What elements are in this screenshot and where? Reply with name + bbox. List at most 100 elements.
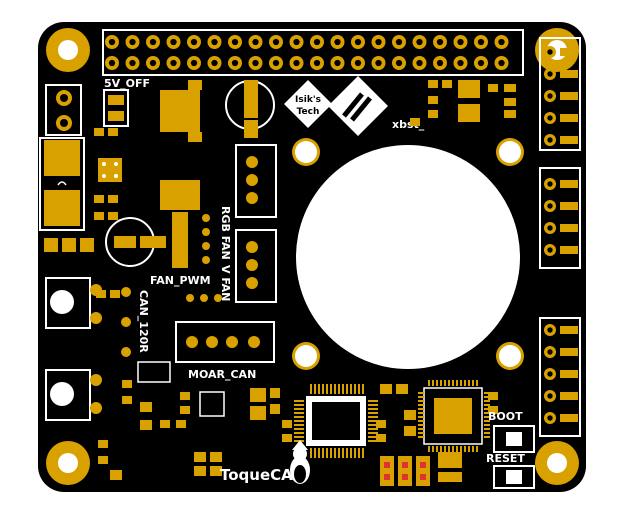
ic-pin: [460, 446, 462, 452]
ic-pin: [350, 448, 352, 458]
ic-pin: [418, 436, 424, 438]
ic-pin: [314, 448, 316, 458]
ic-pin: [472, 380, 474, 386]
ic-pin: [460, 380, 462, 386]
ic-pin: [330, 448, 332, 458]
connector-smd-pad: [560, 326, 578, 334]
ic-pin: [418, 420, 424, 422]
ic-pin: [476, 380, 478, 386]
ic-pin: [432, 380, 434, 386]
right-connectors: [539, 37, 581, 437]
ic-pin: [484, 412, 490, 414]
gpio-pin: [146, 56, 160, 70]
ic-pin: [294, 416, 304, 418]
ic-pin: [456, 446, 458, 452]
ic-pin: [418, 424, 424, 426]
ic-pin: [354, 384, 356, 394]
qfn-ic-left: [98, 158, 122, 182]
connector-pin: [544, 324, 556, 336]
ic-pin: [484, 396, 490, 398]
ic-pin: [358, 384, 360, 394]
ic-pin: [484, 416, 490, 418]
ic-pin: [484, 420, 490, 422]
ic-pin: [330, 384, 332, 394]
ic-pin: [322, 384, 324, 394]
gpio-pin: [412, 56, 427, 70]
gpio-pin: [248, 35, 263, 49]
gpio-pin: [125, 56, 140, 70]
connector-pin: [544, 90, 556, 102]
gpio-pin: [187, 35, 201, 49]
left-connector-top: [45, 84, 82, 136]
ic-pins: [294, 380, 490, 458]
gpio-pin: [166, 56, 181, 70]
ic-pin: [310, 384, 312, 394]
reset-button[interactable]: [493, 465, 535, 489]
ic-pin: [368, 440, 378, 442]
ic-pin: [334, 448, 336, 458]
ic-pin: [418, 404, 424, 406]
gpio-pin: [310, 35, 324, 49]
gpio-pin: [453, 56, 468, 70]
gpio-pin: [228, 56, 242, 70]
ic-pin: [368, 436, 378, 438]
ic-pin: [418, 400, 424, 402]
boot-button[interactable]: [493, 425, 535, 453]
ic-pin: [314, 384, 316, 394]
ic-pin: [294, 436, 304, 438]
inductor: [44, 140, 80, 176]
right-connector-pads: [544, 46, 578, 424]
gpio-pin: [289, 56, 304, 70]
ic-pin: [368, 412, 378, 414]
ic-pin: [432, 446, 434, 452]
connector-pin: [544, 244, 556, 256]
ic-pin: [368, 424, 378, 426]
left-connector-bottom: [45, 369, 102, 421]
gpio-pin: [289, 35, 304, 49]
ic-pin: [294, 400, 304, 402]
gpio-pin: [371, 56, 386, 70]
ic-pin: [346, 384, 348, 394]
gpio-header-pins: [105, 35, 509, 70]
ic-pin: [334, 384, 336, 394]
gpio-pin: [371, 35, 386, 49]
capacitor-top: [225, 80, 275, 138]
gpio-pin: [330, 35, 345, 49]
ic-pin: [468, 446, 470, 452]
center-cutout: [296, 145, 520, 369]
gpio-pin: [453, 35, 468, 49]
gpio-pin: [166, 35, 181, 49]
capacitor-left: [105, 217, 166, 267]
ic-pin: [346, 448, 348, 458]
boot-label: BOOT: [488, 410, 523, 423]
connector-pin: [544, 390, 556, 402]
ic-pin: [294, 432, 304, 434]
can-120r-label: CAN_120R: [137, 290, 150, 353]
ic-pin: [418, 432, 424, 434]
ic-pin: [484, 392, 490, 394]
connector-pin: [544, 112, 556, 124]
connector-pin: [544, 46, 556, 58]
ic-pin: [294, 404, 304, 406]
board-name-label: ToqueCAN: [220, 466, 305, 484]
connector-smd-pad: [560, 224, 578, 232]
connector-smd-pad: [560, 202, 578, 210]
5v-off-jumper: [103, 89, 129, 127]
ic-pin: [338, 384, 340, 394]
ic-pin: [436, 446, 438, 452]
connector-pin: [544, 368, 556, 380]
ic-pin: [456, 380, 458, 386]
regulator-ic: [160, 90, 200, 132]
mcu-chip: [306, 396, 366, 446]
connector-smd-pad: [560, 136, 578, 144]
ic-pin: [368, 432, 378, 434]
ic-pin: [418, 428, 424, 430]
isik-tech-logo: Isik's Tech: [284, 76, 388, 136]
smd-top-right: [410, 80, 516, 126]
v-fan-label: V FAN: [219, 265, 232, 301]
ic-pin: [484, 432, 490, 434]
ic-pin: [362, 384, 364, 394]
ic-pin: [362, 448, 364, 458]
connector-pin: [544, 222, 556, 234]
